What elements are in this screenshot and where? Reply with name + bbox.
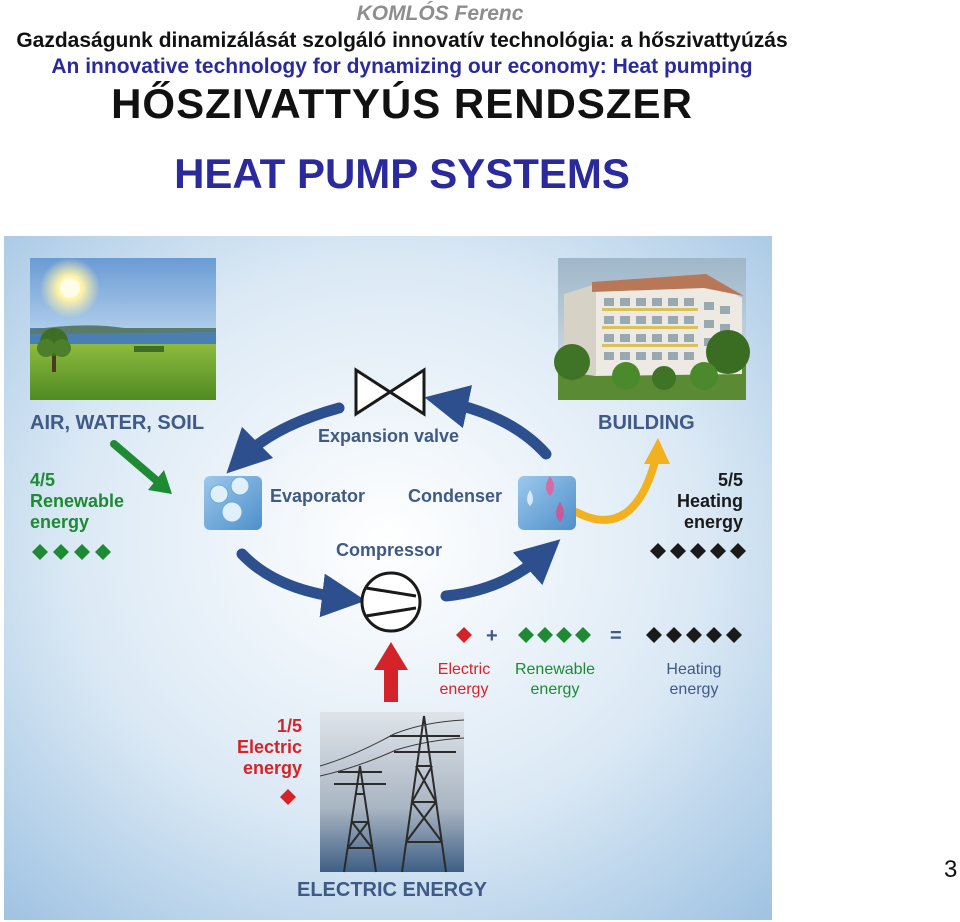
equation-heating-diamond xyxy=(726,627,742,643)
equation-heating-diamond xyxy=(686,627,702,643)
expansion-valve-label: Expansion valve xyxy=(318,426,459,446)
title-english: An innovative technology for dynamizing … xyxy=(51,55,753,78)
electric-diamonds xyxy=(280,789,296,805)
heating-label-line2: energy xyxy=(684,512,743,532)
electric-fraction: 1/5 xyxy=(277,716,302,736)
power-lines-image xyxy=(319,712,465,873)
author-name: KOMLÓS Ferenc xyxy=(356,2,524,25)
cycle-arrows xyxy=(226,385,561,618)
renewable-diamond xyxy=(53,544,69,560)
heating-diamond xyxy=(690,543,706,559)
renewable-diamonds xyxy=(32,544,111,560)
equation-renewable-diamond xyxy=(537,627,553,643)
heating-diamond xyxy=(650,543,666,559)
renewable-diamond xyxy=(95,544,111,560)
title-hungarian: Gazdaságunk dinamizálását szolgáló innov… xyxy=(16,29,788,52)
renewable-label-line2: energy xyxy=(30,512,89,532)
equation-renewable-diamond xyxy=(575,627,591,643)
electric-energy-label: ELECTRIC ENERGY xyxy=(297,879,488,901)
equation-heating-diamond xyxy=(706,627,722,643)
renewable-diamond xyxy=(74,544,90,560)
heat-pump-diagram: AIR, WATER, SOIL BUILDING Expansion valv… xyxy=(4,236,772,920)
heating-diamonds xyxy=(650,543,746,559)
evaporator-icon xyxy=(204,476,262,530)
condenser-icon xyxy=(518,476,576,530)
equation-electric-diamond xyxy=(456,627,472,643)
equation-renewable-line1: Renewable xyxy=(515,661,595,678)
equation-renewable-line2: energy xyxy=(531,681,580,698)
heating-diamond xyxy=(730,543,746,559)
compressor-label: Compressor xyxy=(336,540,442,560)
heating-outflow-arrow xyxy=(572,438,670,524)
equation-electric-line2: energy xyxy=(440,681,489,698)
heading-english: HEAT PUMP SYSTEMS xyxy=(174,150,630,197)
source-label: AIR, WATER, SOIL xyxy=(30,412,204,434)
expansion-valve-icon xyxy=(354,367,426,417)
equation-plus: + xyxy=(486,625,498,647)
electric-input-arrow xyxy=(374,642,408,702)
renewable-fraction: 4/5 xyxy=(30,470,55,490)
electric-label-line2: energy xyxy=(243,758,302,778)
heating-diamond xyxy=(670,543,686,559)
evaporator-label: Evaporator xyxy=(270,486,365,506)
landscape-image xyxy=(30,258,216,400)
compressor-icon xyxy=(360,571,422,633)
building-label: BUILDING xyxy=(598,412,695,434)
electric-label-line1: Electric xyxy=(237,737,302,757)
equation-electric-diamonds xyxy=(456,627,472,643)
heating-diamond xyxy=(710,543,726,559)
heading-hungarian: HŐSZIVATTYÚS RENDSZER xyxy=(111,80,693,127)
condenser-label: Condenser xyxy=(408,486,502,506)
equation-electric-line1: Electric xyxy=(438,661,490,678)
equation-renewable-diamonds xyxy=(518,627,591,643)
equation-heating-diamonds xyxy=(646,627,742,643)
heating-fraction: 5/5 xyxy=(718,470,743,490)
equation-heating-diamond xyxy=(646,627,662,643)
equation-heating-line1: Heating xyxy=(666,661,721,678)
renewable-label-line1: Renewable xyxy=(30,491,124,511)
equation-heating-line2: energy xyxy=(670,681,719,698)
equation-heating-diamond xyxy=(666,627,682,643)
heating-label-line1: Heating xyxy=(677,491,743,511)
equation-renewable-diamond xyxy=(518,627,534,643)
building-image xyxy=(554,258,750,400)
page-number: 3 xyxy=(944,856,958,883)
equation-equals: = xyxy=(610,625,622,647)
equation-renewable-diamond xyxy=(556,627,572,643)
renewable-inflow-arrow xyxy=(110,440,172,494)
renewable-diamond xyxy=(32,544,48,560)
electric-diamond xyxy=(280,789,296,805)
